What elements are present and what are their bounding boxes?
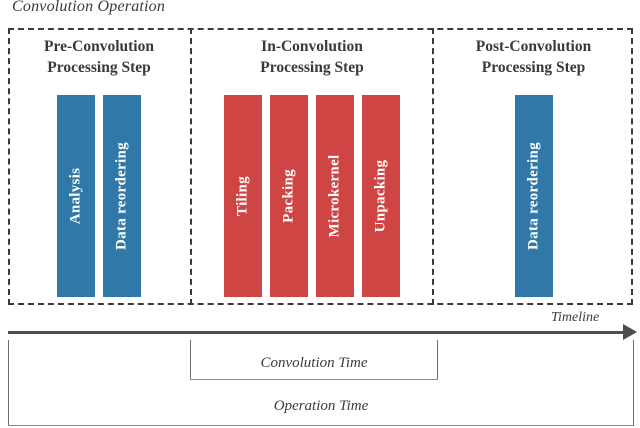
bar-data-reordering-pre[interactable]: Data reordering xyxy=(103,95,141,297)
bar-microkernel[interactable]: Microkernel xyxy=(316,95,354,297)
panel-title-line1: Post-Convolution xyxy=(475,38,592,55)
bar-label: Tiling xyxy=(234,176,251,216)
convolution-time-label: Convolution Time xyxy=(260,355,368,371)
bar-label: Unpacking xyxy=(372,159,389,233)
right-arrow-icon xyxy=(623,324,637,340)
panel-title-line2: Processing Step xyxy=(47,59,151,76)
bar-group-post-convolution: Data reordering xyxy=(434,95,633,297)
bar-label: Packing xyxy=(280,169,297,223)
panel-title-post-convolution: Post-Convolution Processing Step xyxy=(434,36,633,78)
diagram-title: Convolution Operation xyxy=(12,0,166,15)
bar-tiling[interactable]: Tiling xyxy=(224,95,262,297)
panel-title-in-convolution: In-Convolution Processing Step xyxy=(192,36,432,78)
bar-group-in-convolution: Tiling Packing Microkernel Unpacking xyxy=(192,95,432,297)
panel-post-convolution: Post-Convolution Processing Step Data re… xyxy=(434,28,633,305)
timeline-axis xyxy=(8,331,625,334)
panel-title-line1: Pre-Convolution xyxy=(44,38,154,55)
panel-title-line1: In-Convolution xyxy=(261,38,363,55)
panel-pre-convolution: Pre-Convolution Processing Step Analysis… xyxy=(8,28,190,305)
bar-group-pre-convolution: Analysis Data reordering xyxy=(8,95,190,297)
panel-divider-1 xyxy=(190,28,192,305)
operation-time-span xyxy=(8,425,634,426)
convolution-time-span xyxy=(190,379,438,380)
timeline-label: Timeline xyxy=(551,310,600,325)
panel-title-line2: Processing Step xyxy=(481,59,586,76)
operation-time-label: Operation Time xyxy=(273,398,369,414)
bar-label: Analysis xyxy=(67,167,84,225)
panel-divider-2 xyxy=(432,28,434,305)
panel-in-convolution: In-Convolution Processing Step Tiling Pa… xyxy=(192,28,432,305)
operation-time-tick-start xyxy=(8,340,9,426)
bar-label: Microkernel xyxy=(326,154,343,238)
bar-label: Data reordering xyxy=(113,142,130,250)
panel-title-pre-convolution: Pre-Convolution Processing Step xyxy=(8,36,190,78)
operation-time-tick-end xyxy=(633,340,634,426)
convolution-time-tick-end xyxy=(437,340,438,380)
bar-data-reordering-post[interactable]: Data reordering xyxy=(514,95,553,297)
bar-unpacking[interactable]: Unpacking xyxy=(362,95,400,297)
convolution-operation-frame xyxy=(8,28,633,305)
bar-packing[interactable]: Packing xyxy=(270,95,308,297)
panel-title-line2: Processing Step xyxy=(260,59,364,76)
bar-label: Data reordering xyxy=(525,142,541,250)
convolution-time-tick-start xyxy=(190,340,191,380)
bar-analysis[interactable]: Analysis xyxy=(57,95,95,297)
